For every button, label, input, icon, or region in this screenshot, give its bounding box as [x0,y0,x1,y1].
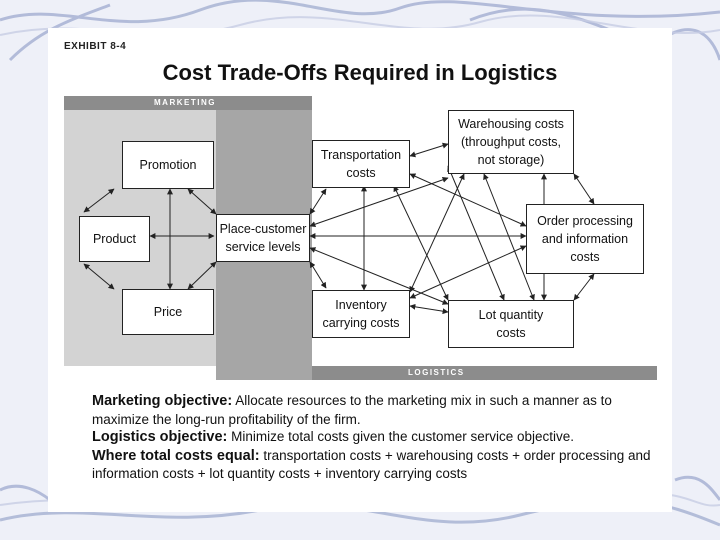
marketing-bar [64,96,312,110]
connector-arrows [83,142,595,315]
logistics-bar-fill [216,366,312,380]
marketing-objective-label: Marketing objective: [92,393,233,409]
product-box: Product [79,216,150,262]
total-costs-text: transportation costs + warehousing costs… [92,447,651,482]
lot-quantity-costs-box: Lot quantity costs [448,300,574,348]
marketing-band-label: MARKETING [154,98,216,107]
total-costs: Where total costs equal: transportation … [92,447,662,483]
promotion-box: Promotion [122,141,214,189]
marketing-objective: Marketing objective: Allocate resources … [92,392,662,428]
objectives-text: Marketing objective: Allocate resources … [92,392,662,483]
warehousing-costs-box: Warehousing costs (throughput costs, not… [448,110,574,174]
logistics-band-label: LOGISTICS [408,368,465,377]
logistics-objective-text: Minimize total costs given the customer … [227,429,575,444]
marketing-objective-text: Allocate resources to the marketing mix … [92,393,612,427]
logistics-objective: Logistics objective: Minimize total cost… [92,428,662,447]
tradeoff-diagram: MARKETING LOGISTICS Promotion Product Pr… [64,96,657,380]
logistics-bar [312,366,657,380]
page-title: Cost Trade-Offs Required in Logistics [0,60,720,86]
exhibit-label: EXHIBIT 8-4 [64,41,127,52]
price-box: Price [122,289,214,335]
title-text: Cost Trade-Offs Required in Logistics [162,60,558,85]
place-customer-service-box: Place-customer service levels [216,214,310,262]
transportation-costs-box: Transportation costs [312,140,410,188]
order-processing-box: Order processing and information costs [526,204,644,274]
total-costs-label: Where total costs equal: [92,447,260,464]
logistics-objective-label: Logistics objective: [92,429,228,445]
inventory-carrying-costs-box: Inventory carrying costs [312,290,410,338]
